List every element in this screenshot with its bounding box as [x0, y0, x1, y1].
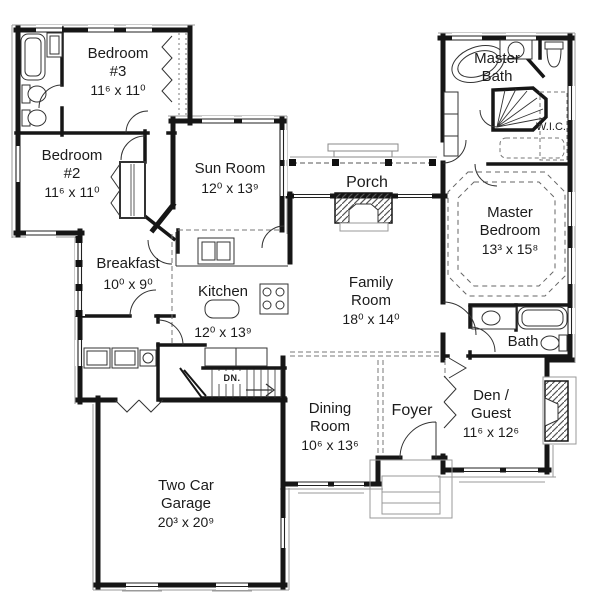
window-sills	[122, 476, 551, 592]
room-label-master-bedroom-2: Bedroom	[480, 222, 541, 239]
bifold-bedroom2-closet	[110, 163, 121, 217]
room-label-master-bedroom: Master	[487, 204, 533, 221]
shower-hall-bath	[46, 32, 63, 58]
sink-hall-bath	[21, 109, 47, 127]
room-label-breakfast: Breakfast	[96, 255, 160, 272]
room-labels: Bedroom #3 11⁶ x 11⁰ Bedroom #2 11⁶ x 11…	[42, 45, 566, 530]
toilet-master-bath	[544, 41, 564, 68]
room-dims-garage: 20³ x 20⁹	[158, 514, 215, 530]
walls-interior	[14, 26, 572, 402]
fixtures	[20, 32, 568, 519]
door-arc-master-hall	[442, 301, 477, 336]
room-label-den-2: Guest	[471, 405, 512, 422]
door-arc-bedroom2	[120, 135, 146, 161]
sink-master-bath	[499, 39, 533, 60]
linen-closet	[443, 91, 459, 157]
washer	[83, 347, 111, 369]
tub-bath	[517, 306, 568, 330]
room-dims-kitchen: 12⁰ x 13⁹	[194, 324, 252, 340]
family-room-fireplace	[334, 192, 393, 232]
room-dims-bedroom2: 11⁶ x 11⁰	[44, 184, 100, 200]
room-dims-sun-room: 12⁰ x 13⁹	[201, 180, 259, 196]
room-label-bedroom2-2: #2	[64, 165, 81, 182]
room-dims-bedroom3: 11⁶ x 11⁰	[90, 82, 146, 98]
door-arc-mudroom	[157, 319, 184, 346]
bifold-bedroom3-closet	[161, 35, 173, 103]
door-arc-bedroom3	[125, 110, 149, 134]
room-label-kitchen: Kitchen	[198, 283, 248, 300]
vanity-bath	[471, 306, 517, 330]
room-label-master-bath: Master	[474, 50, 520, 67]
laundry-sink	[139, 349, 157, 367]
kitchen-sink	[197, 237, 235, 265]
room-label-garage-2: Garage	[161, 495, 211, 512]
door-arc-kitchen	[261, 225, 285, 249]
door-arc-laundry	[129, 289, 157, 317]
stair-cabinets	[204, 347, 268, 367]
garage-entry-doors	[114, 399, 164, 413]
room-label-bedroom2: Bedroom	[42, 147, 103, 164]
porch-structure	[289, 143, 437, 166]
door-arc-bath	[469, 326, 496, 353]
windows	[13, 25, 575, 592]
room-label-wic: W.I.C.	[536, 121, 566, 133]
door-arc-closet	[479, 109, 498, 128]
room-label-bedroom3: Bedroom	[88, 45, 149, 62]
front-door-arc	[399, 421, 437, 459]
room-dims-breakfast: 10⁰ x 9⁰	[103, 276, 153, 292]
room-label-foyer: Foyer	[392, 402, 434, 419]
kitchen-counter	[175, 232, 288, 267]
doors	[38, 35, 498, 459]
bay-window-posts	[75, 236, 83, 317]
room-label-porch: Porch	[346, 174, 388, 191]
toilet-hall-bath	[21, 84, 47, 104]
tray-ceiling-outer	[447, 171, 566, 297]
stair-landing-wall	[179, 367, 207, 399]
stairs-down-label: DN.	[224, 373, 241, 383]
door-den-top	[448, 357, 467, 379]
room-label-dining-2: Room	[310, 418, 350, 435]
closet-fan-shelving	[496, 88, 545, 128]
bedroom2-closet	[119, 161, 146, 219]
room-dims-master-bedroom: 13³ x 15⁸	[482, 241, 539, 257]
door-arc-master-bath	[442, 139, 467, 164]
room-dims-dining: 10⁶ x 13⁶	[301, 437, 358, 453]
den-fireplace	[542, 376, 577, 445]
room-dims-family-room: 18⁰ x 14⁰	[342, 311, 400, 327]
staircase: DN.	[179, 367, 282, 399]
kitchen-island	[204, 299, 240, 319]
tub-hall-bath	[20, 33, 46, 81]
dryer	[111, 347, 139, 369]
room-label-family-room: Family	[349, 274, 394, 291]
porch-posts	[289, 159, 436, 166]
room-label-den: Den /	[473, 387, 510, 404]
door-arc-hall-breakfast	[147, 239, 173, 265]
room-label-master-bath-2: Bath	[482, 68, 513, 85]
porch-step	[327, 143, 399, 152]
room-label-garage: Two Car	[158, 477, 214, 494]
tub-master-bath	[451, 45, 505, 83]
room-label-family-room-2: Room	[351, 292, 391, 309]
room-dims-den: 11⁶ x 12⁶	[463, 424, 519, 440]
room-label-bath: Bath	[508, 333, 539, 350]
room-label-sun-room: Sun Room	[195, 160, 266, 177]
room-label-dining: Dining	[309, 400, 352, 417]
cooktop	[259, 283, 289, 315]
front-stoop	[369, 459, 453, 519]
stairs-direction-arrow	[246, 383, 275, 397]
room-label-bedroom3-2: #3	[110, 63, 127, 80]
door-arc-master-bedroom	[474, 163, 498, 187]
french-doors-den	[443, 375, 457, 429]
dashed-lines	[171, 33, 568, 456]
door-arc-hall-bath	[38, 84, 63, 109]
toilet-bath	[540, 334, 568, 352]
tray-ceiling-inner	[457, 181, 556, 287]
